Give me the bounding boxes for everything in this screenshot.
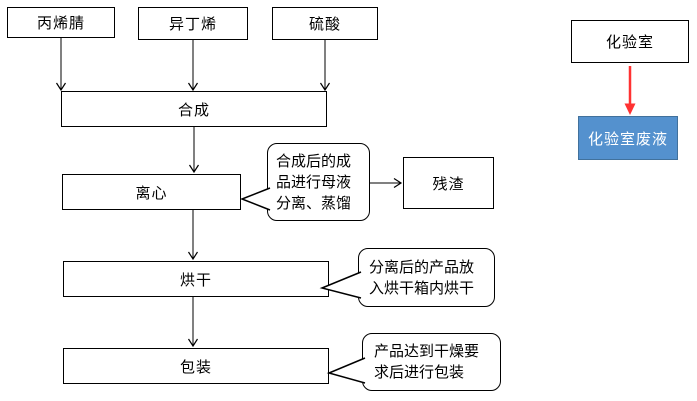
callout-text: 分离后的产品放入烘干箱内烘干	[369, 258, 475, 297]
callout-tail-centrifuge	[239, 187, 271, 211]
callout-packaging-note: 产品达到干燥要求后进行包装	[362, 333, 501, 391]
node-centrifuge: 离心	[62, 174, 241, 210]
callout-tail-packaging	[326, 357, 366, 384]
node-label: 化验室废液	[587, 130, 668, 148]
callout-drying-note: 分离后的产品放入烘干箱内烘干	[358, 248, 495, 307]
callout-text: 产品达到干燥要求后进行包装	[374, 343, 480, 381]
red-arrow-lab-to-waste	[624, 66, 636, 115]
node-laboratory: 化验室	[571, 20, 689, 63]
node-sulfuric-acid: 硫酸	[272, 7, 378, 40]
node-lab-waste-liquid: 化验室废液	[578, 116, 678, 160]
node-packaging: 包装	[63, 348, 329, 384]
node-label: 烘干	[179, 271, 212, 289]
node-synthesis: 合成	[61, 91, 327, 127]
node-label: 离心	[135, 184, 168, 202]
node-residue: 残渣	[403, 157, 494, 209]
node-label: 残渣	[432, 175, 465, 193]
node-label: 包装	[179, 358, 212, 376]
node-drying: 烘干	[63, 261, 329, 297]
callout-centrifuge-note: 合成后的成品进行母液分离、蒸馏	[267, 143, 370, 221]
node-acrylonitrile: 丙烯腈	[7, 7, 115, 38]
node-label: 丙烯腈	[36, 15, 85, 32]
node-label: 硫酸	[308, 16, 341, 33]
node-label: 化验室	[605, 34, 654, 51]
node-isobutylene: 异丁烯	[138, 7, 248, 40]
node-label: 合成	[177, 101, 210, 119]
callout-text: 合成后的成品进行母液分离、蒸馏	[276, 152, 352, 212]
node-label: 异丁烯	[168, 16, 217, 33]
